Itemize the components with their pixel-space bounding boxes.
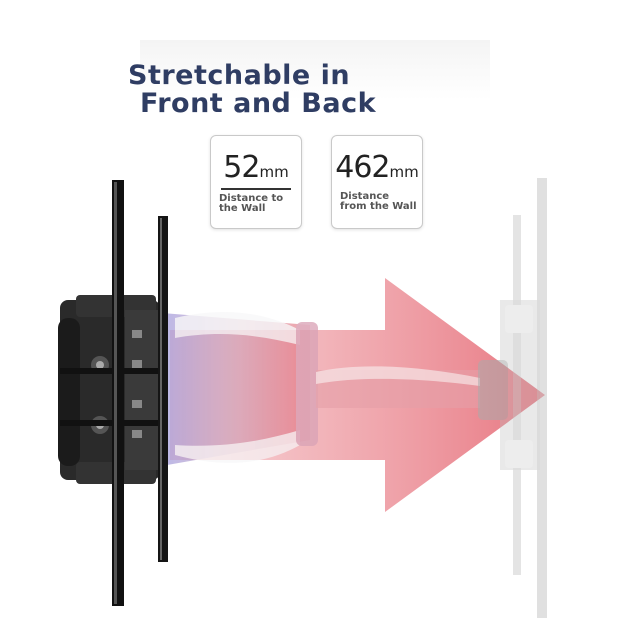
spec-caption: Distance to the Wall <box>219 193 284 214</box>
spec-unit: mm <box>259 163 289 181</box>
spec-value: 52mm <box>211 150 301 185</box>
spec-value: 462mm <box>332 150 422 185</box>
tv-screen-retracted <box>112 180 168 606</box>
wall-plate <box>58 295 160 484</box>
spec-number: 52 <box>223 150 260 185</box>
spec-card-min-distance: 52mm Distance to the Wall <box>210 135 302 229</box>
spec-unit: mm <box>389 163 419 181</box>
headline: Stretchable in Front and Back <box>128 62 448 118</box>
spec-divider <box>221 188 291 190</box>
spec-caption: Distance from the Wall <box>340 191 417 212</box>
extended-arm <box>150 311 480 468</box>
spec-card-max-distance: 462mm Distance from the Wall <box>331 135 423 229</box>
headline-line-1: Stretchable in <box>128 60 351 91</box>
spec-number: 462 <box>335 150 390 185</box>
faded-mount-extended <box>478 178 547 618</box>
wall-backdrop <box>140 40 490 100</box>
headline-line-2: Front and Back <box>140 88 377 119</box>
